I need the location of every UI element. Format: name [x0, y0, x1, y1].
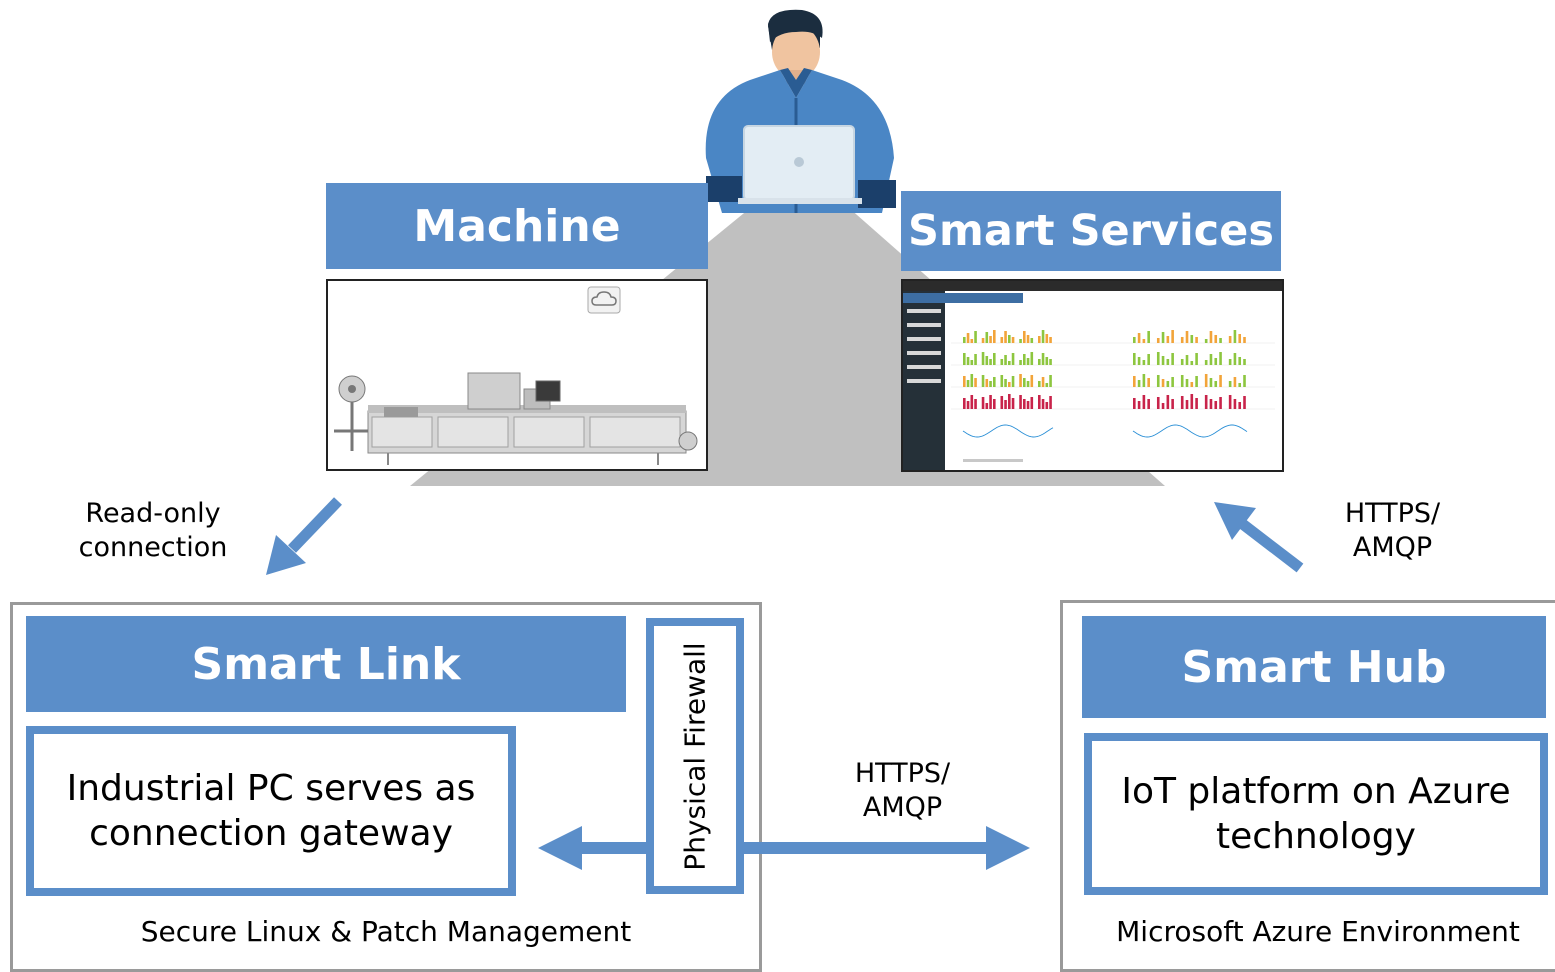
smart-services-title-text: Smart Services — [908, 206, 1274, 256]
smart-link-title: Smart Link — [26, 616, 626, 712]
firewall-label: Physical Firewall — [678, 641, 712, 871]
iot-platform-box: IoT platform on Azure technology — [1084, 733, 1548, 895]
physical-firewall: Physical Firewall — [646, 618, 744, 894]
read-only-label: Read-only connection — [60, 497, 246, 566]
smart-hub-footer-text: Microsoft Azure Environment — [1116, 915, 1520, 948]
https-amqp-center-text: HTTPS/ AMQP — [854, 758, 951, 824]
read-only-label-text: Read-only connection — [78, 498, 228, 564]
https-amqp-right-text: HTTPS/ AMQP — [1344, 498, 1441, 564]
bidirectional-arrow — [538, 826, 1030, 870]
https-amqp-right-label: HTTPS/ AMQP — [1330, 497, 1455, 566]
smart-hub-footer: Microsoft Azure Environment — [1068, 915, 1555, 948]
machine-title: Machine — [326, 183, 708, 269]
smart-link-footer: Secure Linux & Patch Management — [26, 915, 746, 948]
smart-link-title-text: Smart Link — [191, 638, 461, 690]
smart-hub-title-text: Smart Hub — [1181, 641, 1447, 693]
machine-title-text: Machine — [413, 200, 621, 252]
gateway-text: Industrial PC serves as connection gatew… — [66, 768, 476, 854]
user-with-laptop-icon — [705, 9, 896, 213]
gateway-box: Industrial PC serves as connection gatew… — [26, 726, 516, 896]
machine-image-frame — [326, 279, 708, 471]
smart-services-title: Smart Services — [901, 191, 1281, 271]
cloud-icon — [587, 286, 621, 314]
packaging-machine-image — [334, 286, 698, 465]
dashboard-screenshot-frame — [901, 279, 1284, 472]
smart-hub-title: Smart Hub — [1082, 616, 1546, 718]
dashboard-screenshot-image — [903, 281, 1282, 470]
read-only-arrow — [266, 497, 342, 575]
https-amqp-center-label: HTTPS/ AMQP — [840, 757, 965, 826]
smart-link-footer-text: Secure Linux & Patch Management — [140, 915, 632, 948]
upload-arrow — [1214, 502, 1304, 573]
iot-platform-text: IoT platform on Azure technology — [1121, 771, 1511, 857]
